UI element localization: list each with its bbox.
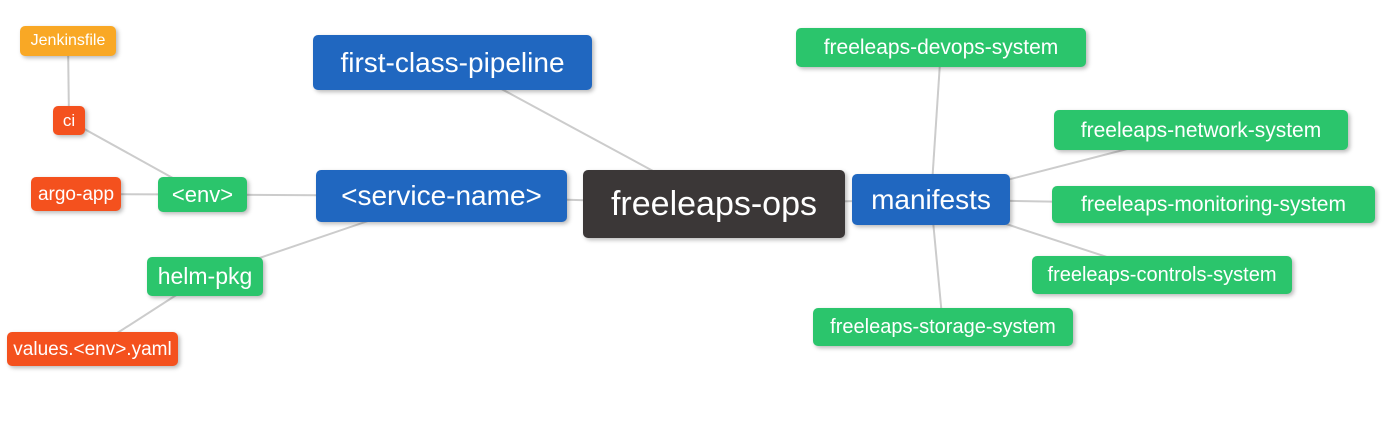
- node-jenkinsfile[interactable]: Jenkinsfile: [20, 26, 116, 56]
- node-service-name[interactable]: <service-name>: [316, 170, 567, 222]
- node-manifests[interactable]: manifests: [852, 174, 1010, 225]
- node-first-class-pipeline[interactable]: first-class-pipeline: [313, 35, 592, 90]
- node-controls-system[interactable]: freeleaps-controls-system: [1032, 256, 1292, 294]
- node-env[interactable]: <env>: [158, 177, 247, 212]
- node-devops-system[interactable]: freeleaps-devops-system: [796, 28, 1086, 67]
- node-values-env-yaml[interactable]: values.<env>.yaml: [7, 332, 178, 366]
- node-freeleaps-ops[interactable]: freeleaps-ops: [583, 170, 845, 238]
- node-monitoring-system[interactable]: freeleaps-monitoring-system: [1052, 186, 1375, 223]
- node-storage-system[interactable]: freeleaps-storage-system: [813, 308, 1073, 346]
- node-ci[interactable]: ci: [53, 106, 85, 135]
- node-network-system[interactable]: freeleaps-network-system: [1054, 110, 1348, 150]
- node-argo-app[interactable]: argo-app: [31, 177, 121, 211]
- node-helm-pkg[interactable]: helm-pkg: [147, 257, 263, 296]
